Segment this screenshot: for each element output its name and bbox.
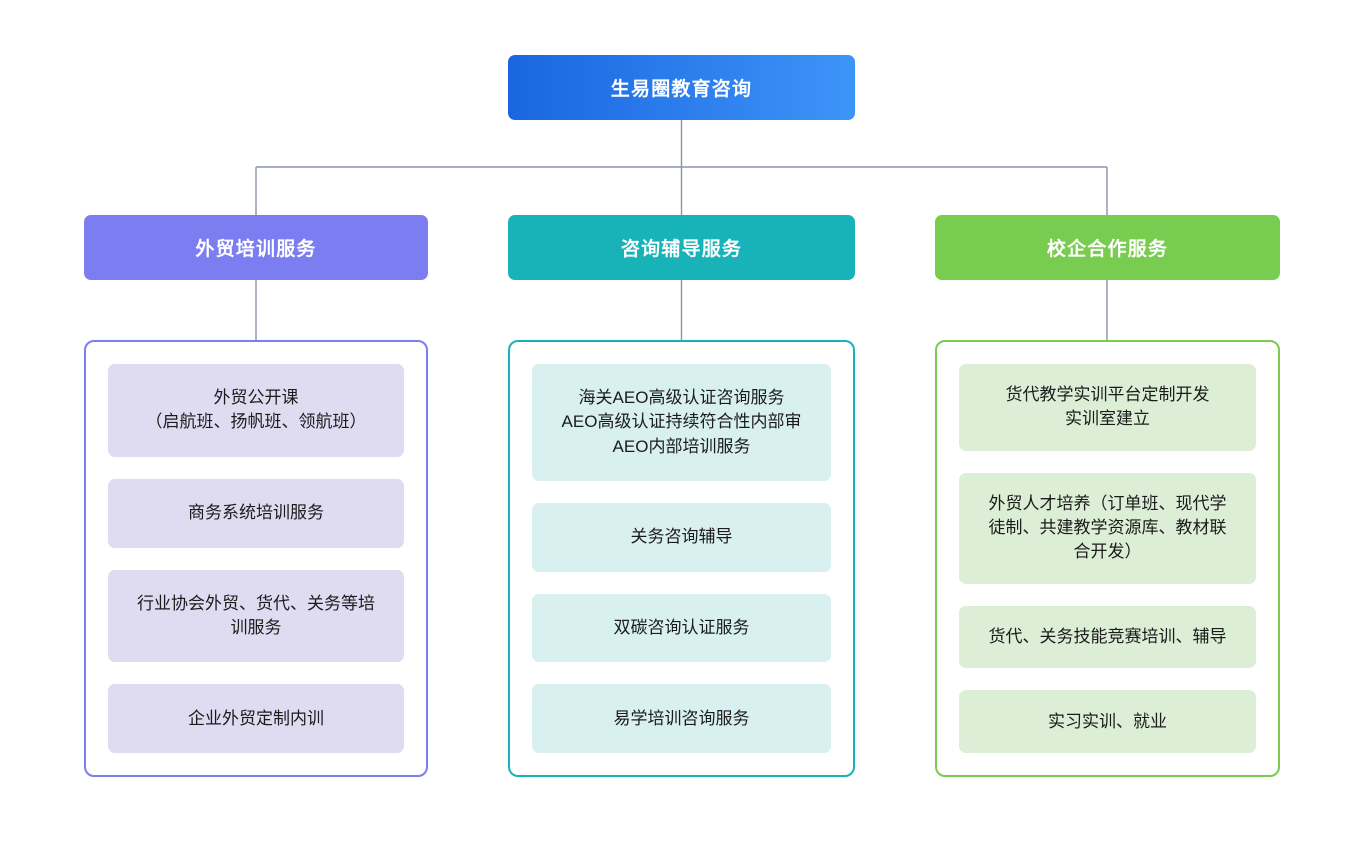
leaf-card-line: 徒制、共建教学资源库、教材联 (988, 518, 1227, 538)
leaf-card[interactable]: 企业外贸定制内训 (108, 684, 404, 753)
leaf-card-line: 关务咨询辅导 (630, 527, 733, 547)
branch-header-label: 咨询辅导服务 (620, 239, 743, 260)
root-node-company[interactable]: 生易圈教育咨询 (508, 55, 855, 120)
leaf-card-line: （启航班、扬帆班、领航班） (145, 412, 367, 432)
leaf-card[interactable]: 行业协会外贸、货代、关务等培训服务 (108, 569, 404, 663)
branch-container-waimao-peixun: 外贸公开课 （启航班、扬帆班、领航班） 商务系统培训服务 行业协会外贸、货代、关务… (84, 340, 428, 777)
leaf-card-line: 双碳咨询认证服务 (613, 617, 750, 637)
leaf-card-line: 企业外贸定制内训 (188, 708, 324, 728)
branch-header-label: 校企合作服务 (1046, 239, 1169, 260)
branch-container-xiaoqi-hezuo: 货代教学实训平台定制开发实训室建立 外贸人才培养（订单班、现代学徒制、共建教学资… (935, 340, 1280, 777)
leaf-card[interactable]: 易学培训咨询服务 (532, 684, 831, 753)
leaf-card[interactable]: 关务咨询辅导 (532, 502, 831, 572)
leaf-card[interactable]: 商务系统培训服务 (108, 478, 404, 548)
leaf-card[interactable]: 实习实训、就业 (959, 690, 1256, 753)
branch-header-label: 外贸培训服务 (195, 239, 317, 260)
leaf-card-line: 货代教学实训平台定制开发 (1005, 385, 1210, 405)
branch-header-xiaoqi-hezuo[interactable]: 校企合作服务 (935, 215, 1280, 280)
root-node-label: 生易圈教育咨询 (610, 79, 753, 100)
leaf-card-line: 海关AEO高级认证咨询服务 (578, 388, 785, 408)
leaf-card-line: 外贸公开课 (213, 388, 299, 408)
leaf-card[interactable]: 外贸人才培养（订单班、现代学徒制、共建教学资源库、教材联合开发） (959, 472, 1256, 584)
leaf-card[interactable]: 外贸公开课 （启航班、扬帆班、领航班） (108, 364, 404, 457)
leaf-card[interactable]: 双碳咨询认证服务 (532, 593, 831, 663)
leaf-card-line: 货代、关务技能竞赛培训、辅导 (988, 626, 1227, 646)
leaf-card-line: 实习实训、就业 (1048, 711, 1167, 731)
leaf-card-line: 外贸人才培养（订单班、现代学 (988, 494, 1227, 514)
leaf-card-line: 训服务 (230, 617, 282, 637)
leaf-card-line: 合开发） (1073, 542, 1142, 562)
leaf-card[interactable]: 货代、关务技能竞赛培训、辅导 (959, 605, 1256, 669)
leaf-card[interactable]: 海关AEO高级认证咨询服务 AEO高级认证持续符合性内部审 AEO内部培训服务 (532, 364, 831, 481)
branch-container-zixun-fudao: 海关AEO高级认证咨询服务 AEO高级认证持续符合性内部审 AEO内部培训服务 关务… (508, 340, 855, 777)
leaf-card-line: AEO内部培训服务 (612, 436, 751, 456)
leaf-card-line: 商务系统培训服务 (188, 503, 324, 523)
leaf-card-line: 实训室建立 (1065, 409, 1150, 429)
leaf-card-line: 易学培训咨询服务 (613, 708, 750, 728)
leaf-card-line: 行业协会外贸、货代、关务等培 (137, 593, 375, 613)
leaf-card-line: AEO高级认证持续符合性内部审 (561, 412, 802, 432)
branch-header-zixun-fudao[interactable]: 咨询辅导服务 (508, 215, 855, 280)
branch-header-waimao-peixun[interactable]: 外贸培训服务 (84, 215, 428, 280)
leaf-card[interactable]: 货代教学实训平台定制开发实训室建立 (959, 364, 1256, 451)
